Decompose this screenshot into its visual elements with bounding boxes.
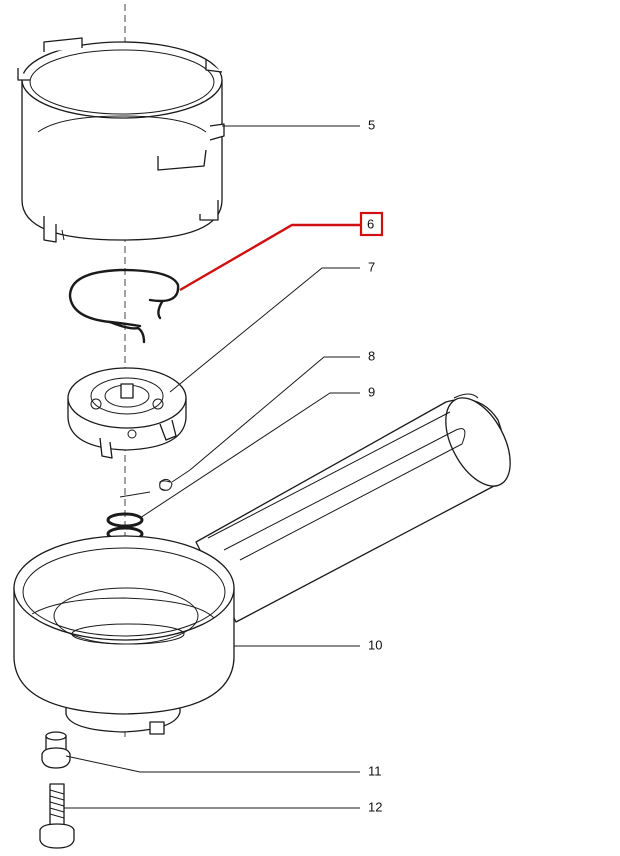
callout-12: 12 xyxy=(368,799,382,814)
callout-11: 11 xyxy=(368,763,382,778)
callout-5: 5 xyxy=(368,117,375,132)
leader-11 xyxy=(65,755,360,773)
callout-8: 8 xyxy=(368,348,375,363)
part-6-spring-clip xyxy=(68,268,180,344)
leader-8 xyxy=(189,356,360,471)
part-7-hub xyxy=(67,367,187,459)
callout-6-highlight-box xyxy=(359,211,384,237)
leader-6-highlighted xyxy=(179,223,360,292)
callout-7: 7 xyxy=(368,259,375,274)
callout-9: 9 xyxy=(368,384,375,399)
part-5-cylinder xyxy=(17,37,225,243)
part-11-pin xyxy=(41,731,71,769)
leader-7 xyxy=(169,267,360,393)
callout-10: 10 xyxy=(368,637,382,652)
callout-6: 6 xyxy=(367,216,374,231)
part-10-portafilter xyxy=(13,393,511,735)
part-8-small-spring xyxy=(159,469,191,491)
part-12-screw xyxy=(39,783,75,849)
leader-lines xyxy=(64,125,360,809)
leader-9 xyxy=(139,392,360,519)
callout-labels: 5 6 7 8 9 10 11 12 xyxy=(359,117,384,814)
